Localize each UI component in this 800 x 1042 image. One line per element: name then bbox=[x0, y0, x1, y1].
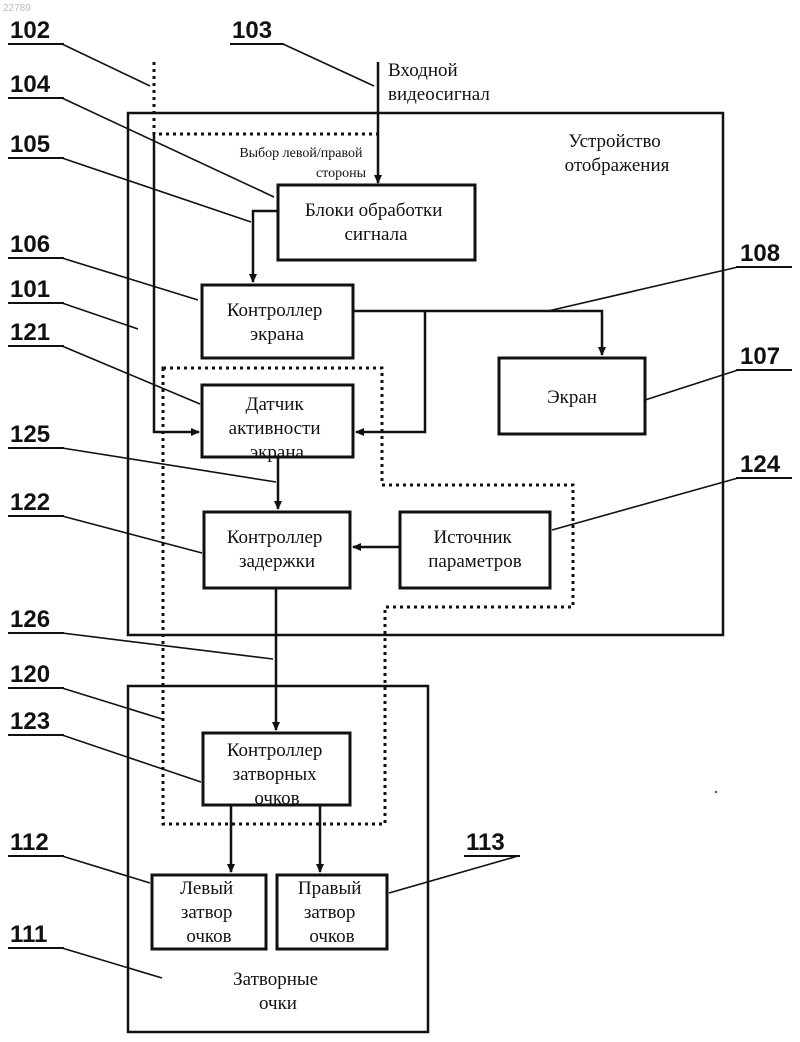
svg-text:111: 111 bbox=[10, 921, 47, 948]
ref-123: 123 bbox=[8, 708, 64, 735]
leader-112 bbox=[62, 856, 150, 883]
controller-to-sensor-arrow bbox=[356, 311, 425, 432]
left-shutter-label: Левый затвор очков bbox=[180, 878, 238, 947]
screen-controller-block bbox=[202, 285, 353, 358]
ref-104: 104 bbox=[8, 71, 64, 98]
display-device-label: Устройство отображения bbox=[565, 131, 670, 176]
ref-106: 106 bbox=[8, 231, 64, 258]
ref-125: 125 bbox=[8, 421, 64, 448]
leader-111 bbox=[62, 948, 162, 978]
svg-text:126: 126 bbox=[10, 606, 50, 633]
svg-text:113: 113 bbox=[466, 829, 505, 856]
delay-controller-block bbox=[204, 512, 350, 588]
leader-126 bbox=[62, 633, 273, 659]
input-signal-label: Входной видеосигнал bbox=[388, 60, 490, 105]
svg-text:105: 105 bbox=[10, 131, 50, 158]
ref-113: 113 bbox=[464, 829, 520, 856]
svg-text:103: 103 bbox=[232, 17, 272, 44]
svg-text:112: 112 bbox=[10, 829, 49, 856]
ref-121: 121 bbox=[8, 319, 64, 346]
leader-103 bbox=[283, 44, 374, 86]
watermark: 22789 bbox=[3, 3, 31, 14]
svg-text:102: 102 bbox=[10, 17, 50, 44]
ref-112: 112 bbox=[8, 829, 64, 856]
signal-processing-block bbox=[278, 185, 475, 260]
leader-122 bbox=[62, 516, 202, 553]
leader-123 bbox=[62, 735, 201, 782]
ref-120: 120 bbox=[8, 661, 64, 688]
processing-to-controller-arrow bbox=[253, 211, 278, 282]
leader-106 bbox=[62, 258, 198, 300]
ref-111: 111 bbox=[8, 921, 64, 948]
svg-text:104: 104 bbox=[10, 71, 51, 98]
ref-108: 108 bbox=[736, 240, 792, 267]
leader-108 bbox=[548, 267, 738, 311]
svg-text:108: 108 bbox=[740, 240, 780, 267]
ref-105: 105 bbox=[8, 131, 64, 158]
svg-text:124: 124 bbox=[740, 451, 781, 478]
svg-text:125: 125 bbox=[10, 421, 50, 448]
leader-120 bbox=[62, 688, 162, 719]
svg-text:120: 120 bbox=[10, 661, 50, 688]
svg-text:122: 122 bbox=[10, 489, 50, 516]
svg-text:121: 121 bbox=[10, 319, 50, 346]
svg-text:101: 101 bbox=[10, 276, 50, 303]
ref-124: 124 bbox=[736, 451, 792, 478]
ref-122: 122 bbox=[8, 489, 64, 516]
leader-124 bbox=[552, 478, 738, 530]
leader-121 bbox=[62, 346, 200, 404]
ref-103: 103 bbox=[230, 17, 284, 44]
svg-text:106: 106 bbox=[10, 231, 50, 258]
ref-126: 126 bbox=[8, 606, 64, 633]
parameter-source-block bbox=[400, 512, 550, 588]
ref-107: 107 bbox=[736, 343, 792, 370]
ref-101: 101 bbox=[8, 276, 64, 303]
leader-101 bbox=[62, 303, 138, 329]
leader-102 bbox=[62, 44, 150, 86]
ref-102: 102 bbox=[8, 17, 64, 44]
shutter-glasses-label: Затворные очки bbox=[233, 969, 323, 1014]
svg-text:107: 107 bbox=[740, 343, 780, 370]
controller-to-screen-arrow bbox=[353, 311, 602, 355]
screen-label: Экран bbox=[547, 387, 597, 408]
side-select-label: Выбор левой/правой стороны bbox=[239, 146, 366, 181]
leader-113 bbox=[389, 856, 518, 893]
print-speck bbox=[715, 791, 717, 793]
svg-text:123: 123 bbox=[10, 708, 50, 735]
leader-105 bbox=[62, 158, 251, 222]
